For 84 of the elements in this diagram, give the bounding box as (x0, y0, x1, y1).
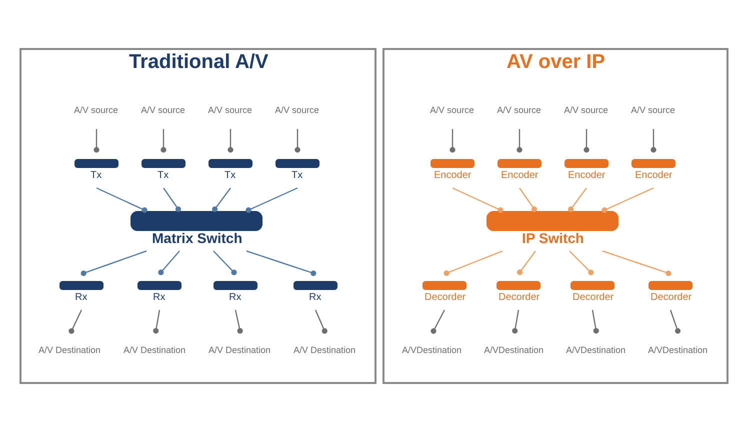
node-box (208, 159, 252, 168)
node-text: A/V Destination (208, 345, 271, 356)
node-label: Encoder (568, 170, 606, 181)
connector (452, 187, 504, 213)
node-label: Decorder (650, 292, 692, 303)
connector (212, 188, 231, 212)
node-box (430, 159, 474, 168)
node-text: A/V Destination (124, 345, 186, 356)
connector (80, 250, 147, 276)
connector (246, 187, 298, 213)
node-box (276, 159, 320, 168)
node-label: Encoder (434, 170, 472, 181)
node-box (294, 281, 338, 290)
connector (246, 250, 316, 276)
connector (568, 188, 587, 212)
connector (519, 188, 538, 212)
connector (163, 188, 182, 212)
node-box (486, 211, 618, 231)
connector (512, 310, 520, 334)
connector (602, 187, 654, 213)
connector (584, 129, 590, 153)
node-text: A/V source (564, 105, 608, 116)
node-box (422, 281, 466, 290)
connector (213, 250, 237, 276)
node-label: Decorder (424, 292, 466, 303)
node-box (138, 281, 182, 290)
connector (602, 250, 672, 276)
node-label: Tx (224, 170, 236, 181)
node-text: A/V Destination (38, 345, 101, 356)
node-text: A/VDestination (402, 345, 462, 356)
connector (592, 310, 599, 334)
node-label: Tx (90, 170, 102, 181)
connector (450, 129, 456, 153)
connector (516, 129, 522, 153)
node-label: Decorder (572, 292, 614, 303)
connector (96, 187, 148, 213)
node-label: Rx (309, 292, 322, 303)
connector (670, 310, 681, 334)
connector (569, 250, 594, 276)
node-text: A/V source (275, 105, 320, 116)
node-label: Encoder (635, 170, 672, 181)
node-label: Encoder (501, 170, 538, 181)
node-text: A/VDestination (484, 345, 544, 356)
node-box (496, 281, 540, 290)
node-label: IP Switch (522, 230, 584, 246)
node-box (570, 281, 614, 290)
node-text: A/V source (631, 105, 676, 116)
node-box (564, 159, 608, 168)
connector (444, 250, 503, 276)
node-label: Decorder (498, 292, 540, 303)
node-box (60, 281, 104, 290)
node-box (648, 281, 692, 290)
node-text: A/V Destination (294, 345, 356, 356)
node-box (498, 159, 542, 168)
connector (234, 310, 243, 334)
connector (314, 310, 328, 334)
node-box (632, 159, 676, 168)
node-label: Tx (292, 170, 303, 181)
node-text: A/V source (430, 105, 474, 116)
node-box (74, 159, 118, 168)
connector (294, 129, 300, 153)
node-text: A/VDestination (648, 345, 708, 356)
node-text: A/V source (208, 105, 252, 116)
connector (430, 310, 446, 334)
connector (158, 250, 180, 276)
node-label: Tx (158, 170, 169, 181)
node-label: Matrix Switch (152, 230, 242, 246)
node-label: Rx (153, 292, 166, 303)
node-text: A/V source (74, 105, 118, 116)
node-label: Rx (229, 292, 242, 303)
node-box (142, 159, 186, 168)
connector (153, 310, 160, 334)
connector (650, 129, 656, 153)
connector (68, 310, 82, 334)
node-text: A/V source (141, 105, 186, 116)
node-label: Rx (75, 292, 88, 303)
node-box (130, 211, 262, 231)
connector (228, 129, 234, 153)
node-text: A/V source (497, 105, 542, 116)
node-text: A/VDestination (566, 345, 626, 356)
connector (160, 129, 166, 153)
connector (94, 129, 100, 153)
node-box (214, 281, 258, 290)
connector (517, 250, 536, 276)
